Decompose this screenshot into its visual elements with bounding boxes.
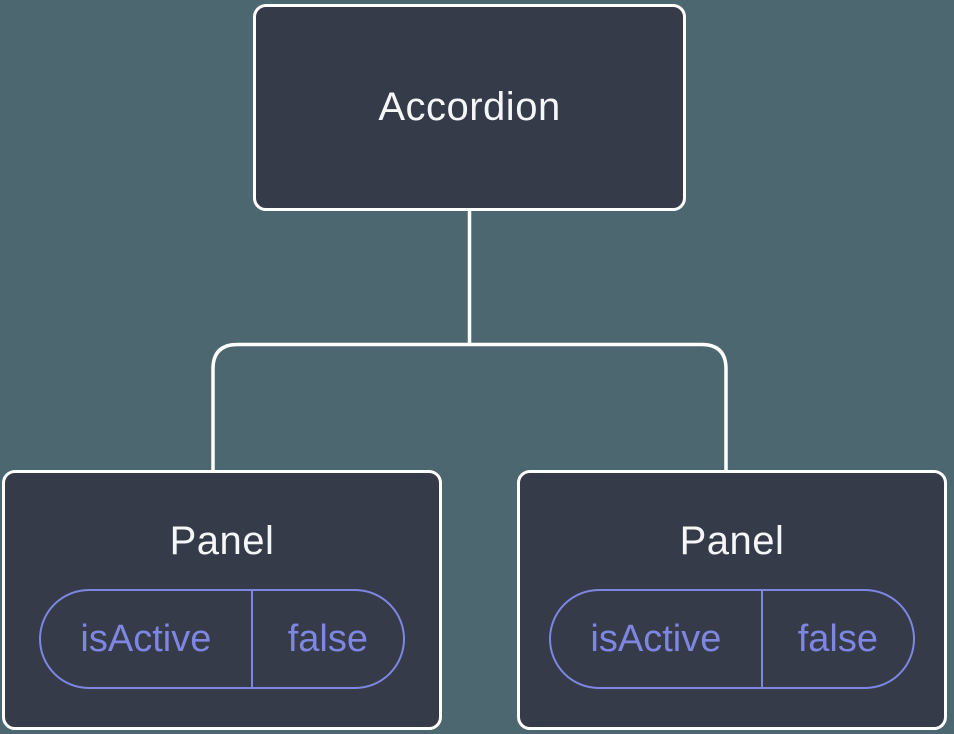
panel-left-state-value: false — [287, 617, 369, 660]
panel-node-left: Panel isActive false — [2, 470, 442, 730]
panel-right-state-pill: isActive false — [549, 589, 915, 689]
panel-left-label: Panel — [169, 519, 275, 563]
panel-right-label: Panel — [679, 519, 785, 563]
panel-left-state-pill: isActive false — [39, 589, 405, 689]
panel-node-right: Panel isActive false — [517, 470, 947, 730]
panel-right-state-key: isActive — [551, 591, 763, 687]
panel-right-state-value: false — [797, 617, 879, 660]
connector-branch — [211, 342, 728, 471]
accordion-label: Accordion — [378, 85, 561, 129]
accordion-node: Accordion — [253, 4, 686, 211]
panel-left-state-key: isActive — [41, 591, 253, 687]
